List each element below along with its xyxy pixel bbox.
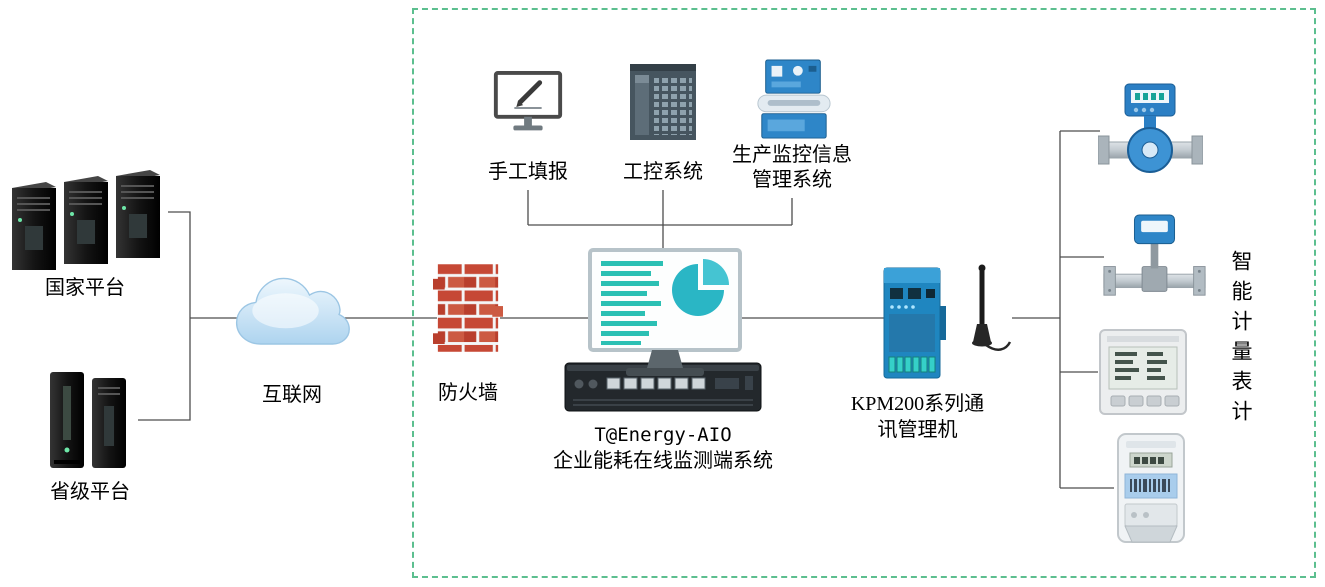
central-system-label-line1: T@Energy-AIO — [594, 424, 732, 446]
antenna-icon — [972, 264, 1012, 351]
central-server-icon — [563, 360, 763, 420]
electromagnetic-flowmeter-icon — [1097, 82, 1204, 185]
industrial-control-icon — [626, 62, 700, 147]
national-platform-label: 国家平台 — [45, 277, 125, 299]
internet-cloud-icon — [232, 268, 352, 365]
energy-meter-icon — [1112, 432, 1190, 550]
firewall-label: 防火墙 — [438, 382, 498, 404]
production-monitoring-label-line1: 生产监控信息 — [732, 144, 852, 166]
provincial-platform-icon — [42, 368, 137, 477]
production-monitoring-label-line2: 管理系统 — [752, 169, 832, 191]
industrial-control-label: 工控系统 — [623, 161, 703, 183]
turbine-flowmeter-icon — [1102, 212, 1207, 307]
central-monitor-icon — [588, 248, 744, 389]
central-system-label-line2: 企业能耗在线监测端系统 — [553, 450, 773, 472]
comm-manager-label-line2: 讯管理机 — [877, 419, 958, 441]
production-monitoring-icon — [753, 58, 833, 149]
national-platform-icon — [8, 166, 168, 275]
provincial-platform-label: 省级平台 — [50, 481, 130, 503]
manual-entry-icon — [489, 70, 567, 151]
comm-manager-icon — [882, 258, 1017, 393]
internet-label: 互联网 — [262, 384, 322, 406]
firewall-icon — [433, 262, 503, 360]
power-meter-icon — [1098, 328, 1188, 421]
manual-entry-label: 手工填报 — [488, 161, 568, 183]
comm-manager-label-line1: KPM200系列通 — [850, 393, 985, 415]
system-boundary — [412, 8, 1316, 578]
smart-meters-label: 智能计量表计 — [1229, 250, 1253, 430]
